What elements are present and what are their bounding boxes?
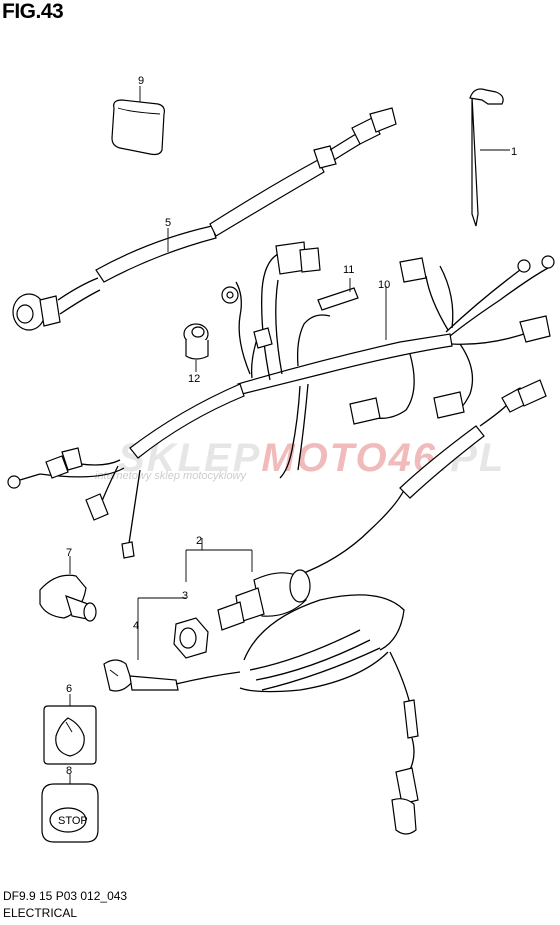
lanyard-harness[interactable] — [295, 379, 547, 577]
footer-section: ELECTRICAL — [3, 906, 78, 920]
callout-5: 5 — [165, 217, 171, 229]
part-10-main-harness[interactable] — [7, 241, 555, 559]
callout-11: 11 — [343, 264, 354, 276]
callout-9: 9 — [138, 75, 144, 87]
watermark-subtitle: internetowy sklep motocyklowy — [95, 470, 247, 482]
part-3-nut[interactable] — [173, 617, 209, 659]
part-6-label-plate[interactable] — [43, 694, 97, 765]
callout-8: 8 — [66, 765, 72, 777]
callout-12: 12 — [188, 373, 200, 385]
part-11-tube[interactable] — [317, 278, 359, 311]
part-2-switch[interactable] — [137, 538, 311, 660]
part-5-stop-switch-harness[interactable] — [12, 107, 397, 331]
callout-2: 2 — [196, 535, 202, 547]
part-9-cap[interactable] — [111, 86, 165, 156]
figure-title: FIG.43 — [2, 0, 64, 23]
part-4-lanyard[interactable] — [103, 594, 419, 835]
stop-text: STOP — [58, 815, 88, 827]
part-8-stop-cap[interactable]: STOP — [41, 774, 99, 843]
callout-6: 6 — [66, 683, 72, 695]
callout-7: 7 — [66, 547, 72, 559]
callout-1: 1 — [511, 146, 517, 158]
footer-code: DF9.9 15 P03 012_043 — [3, 889, 128, 903]
part-12-grommet[interactable] — [183, 323, 209, 372]
callout-10: 10 — [378, 279, 390, 291]
callout-3: 3 — [182, 590, 188, 602]
callout-4: 4 — [133, 620, 139, 632]
part-1-clamp[interactable] — [469, 88, 510, 227]
part-7-sensor[interactable] — [39, 556, 97, 622]
